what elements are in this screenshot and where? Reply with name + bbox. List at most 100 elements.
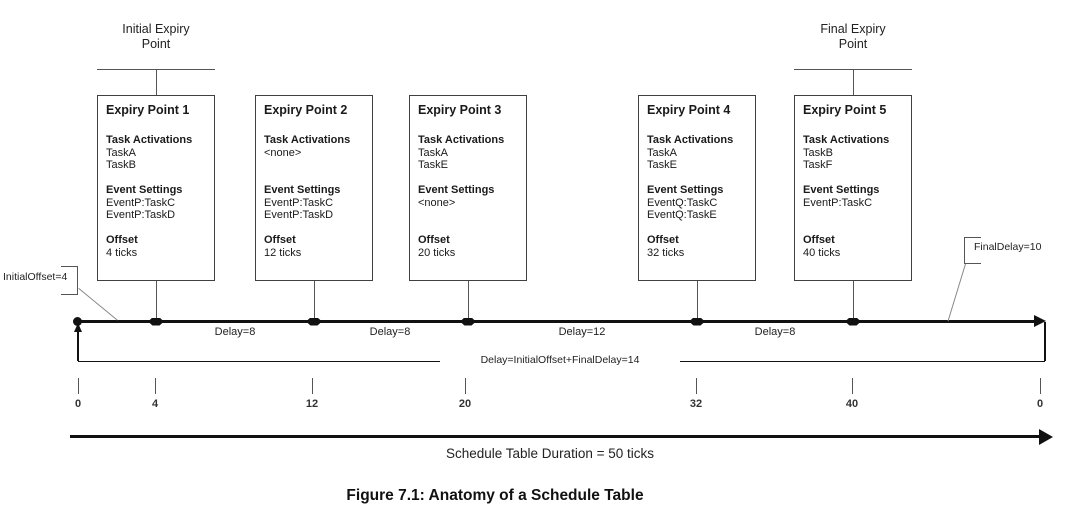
- event-settings-section: Event Settings EventP:TaskC EventP:TaskD: [106, 184, 206, 234]
- event-settings-header: Event Settings: [106, 184, 183, 196]
- initial-expiry-point-label: Initial Expiry Point: [86, 22, 226, 52]
- event-line: EventQ:TaskC: [647, 196, 718, 209]
- duration-arrowhead-icon: [1039, 428, 1053, 445]
- timeline-marker: [306, 317, 322, 326]
- offset-header: Offset: [264, 234, 296, 246]
- task-activations-header: Task Activations: [803, 134, 890, 146]
- event-settings-section: Event Settings EventP:TaskC EventP:TaskD: [264, 184, 364, 234]
- expiry-point-title: Expiry Point 5: [803, 103, 887, 117]
- expiry-point-2-box: Expiry Point 2 Task Activations <none> E…: [255, 95, 373, 281]
- task-line: <none>: [264, 146, 302, 159]
- event-settings-header: Event Settings: [418, 184, 495, 196]
- event-line: EventP:TaskD: [264, 209, 334, 221]
- offset-value: 4 ticks: [106, 246, 138, 259]
- duration-arrow: [70, 435, 1042, 438]
- task-line: TaskE: [647, 159, 677, 171]
- task-activations-section: Task Activations TaskA TaskE: [647, 134, 747, 184]
- offset-section: Offset 40 ticks: [803, 234, 903, 284]
- offset-value: 32 ticks: [647, 246, 685, 259]
- initial-expiry-stem: [155, 69, 157, 95]
- event-settings-section: Event Settings EventP:TaskC: [803, 184, 903, 234]
- task-line: TaskA: [647, 146, 677, 159]
- task-line: TaskB: [106, 159, 136, 171]
- task-activations-section: Task Activations <none>: [264, 134, 364, 184]
- wraparound-delay-label: Delay=InitialOffset+FinalDelay=14: [440, 354, 680, 366]
- final-delay-bracket-arm: [964, 263, 981, 264]
- final-expiry-point-label: Final Expiry Point: [783, 22, 923, 52]
- initial-offset-bracket-arm: [61, 266, 78, 267]
- expiry-point-2-connector: [313, 281, 315, 321]
- initial-offset-leader-line: [78, 288, 118, 321]
- timeline-marker: [148, 317, 164, 326]
- expiry-point-1-connector: [155, 281, 157, 321]
- expiry-point-title: Expiry Point 1: [106, 103, 190, 117]
- timeline-marker: [689, 317, 705, 326]
- final-delay-leader-line: [947, 263, 966, 322]
- event-settings-header: Event Settings: [264, 184, 341, 196]
- delay-label: Delay=8: [214, 326, 256, 338]
- offset-value: 40 ticks: [803, 246, 841, 259]
- timeline-start-dot: [73, 317, 82, 326]
- expiry-point-5-connector: [852, 281, 854, 321]
- tick-mark: [852, 378, 853, 394]
- offset-section: Offset 12 ticks: [264, 234, 364, 284]
- event-settings-header: Event Settings: [803, 184, 880, 196]
- expiry-point-title: Expiry Point 3: [418, 103, 502, 117]
- expiry-point-3-connector: [467, 281, 469, 321]
- task-line: TaskB: [803, 146, 833, 159]
- expiry-point-5-box: Expiry Point 5 Task Activations TaskB Ta…: [794, 95, 912, 281]
- offset-header: Offset: [647, 234, 679, 246]
- timeline-arrowhead-icon: [1034, 315, 1046, 327]
- initial-offset-bracket: [77, 266, 78, 295]
- event-settings-section: Event Settings EventQ:TaskC EventQ:TaskE: [647, 184, 747, 234]
- initial-expiry-line2: Point: [141, 37, 171, 51]
- timeline-axis: [78, 320, 1036, 323]
- task-activations-header: Task Activations: [647, 134, 734, 146]
- task-activations-header: Task Activations: [106, 134, 193, 146]
- offset-header: Offset: [418, 234, 450, 246]
- final-delay-bracket-arm: [964, 237, 981, 238]
- offset-header: Offset: [803, 234, 835, 246]
- figure-caption: Figure 7.1: Anatomy of a Schedule Table: [346, 487, 644, 504]
- tick-mark: [78, 378, 79, 394]
- initial-offset-label: InitialOffset=4: [3, 271, 68, 283]
- task-activations-section: Task Activations TaskB TaskF: [803, 134, 903, 184]
- expiry-point-title: Expiry Point 2: [264, 103, 348, 117]
- event-line: EventP:TaskC: [803, 196, 873, 209]
- timeline-marker: [460, 317, 476, 326]
- tick-label: 0: [1036, 398, 1044, 410]
- tick-label: 0: [74, 398, 82, 410]
- task-activations-header: Task Activations: [418, 134, 505, 146]
- initial-offset-bracket-arm: [61, 294, 78, 295]
- tick-label: 32: [689, 398, 703, 410]
- tick-mark: [696, 378, 697, 394]
- task-activations-section: Task Activations TaskA TaskE: [418, 134, 518, 184]
- event-line: EventQ:TaskE: [647, 209, 717, 221]
- duration-label: Schedule Table Duration = 50 ticks: [445, 446, 654, 461]
- tick-label: 12: [305, 398, 319, 410]
- expiry-point-3-box: Expiry Point 3 Task Activations TaskA Ta…: [409, 95, 527, 281]
- event-line: EventP:TaskC: [264, 196, 334, 209]
- wraparound-line-left: [77, 330, 79, 361]
- final-delay-label: FinalDelay=10: [974, 241, 1042, 253]
- final-expiry-line1: Final Expiry: [820, 22, 886, 36]
- wraparound-up-arrow-icon: [73, 322, 82, 332]
- offset-section: Offset 4 ticks: [106, 234, 206, 284]
- delay-label: Delay=12: [558, 326, 606, 338]
- event-settings-header: Event Settings: [647, 184, 724, 196]
- tick-mark: [465, 378, 466, 394]
- delay-label: Delay=8: [754, 326, 796, 338]
- tick-label: 4: [151, 398, 159, 410]
- final-expiry-line2: Point: [838, 37, 868, 51]
- task-line: TaskE: [418, 159, 448, 171]
- offset-section: Offset 20 ticks: [418, 234, 518, 284]
- expiry-point-4-connector: [696, 281, 698, 321]
- offset-value: 20 ticks: [418, 246, 456, 259]
- offset-section: Offset 32 ticks: [647, 234, 747, 284]
- tick-label: 40: [845, 398, 859, 410]
- event-settings-section: Event Settings <none>: [418, 184, 518, 234]
- task-activations-header: Task Activations: [264, 134, 351, 146]
- task-activations-section: Task Activations TaskA TaskB: [106, 134, 206, 184]
- final-delay-bracket: [964, 237, 965, 264]
- wraparound-line-right: [1044, 322, 1046, 361]
